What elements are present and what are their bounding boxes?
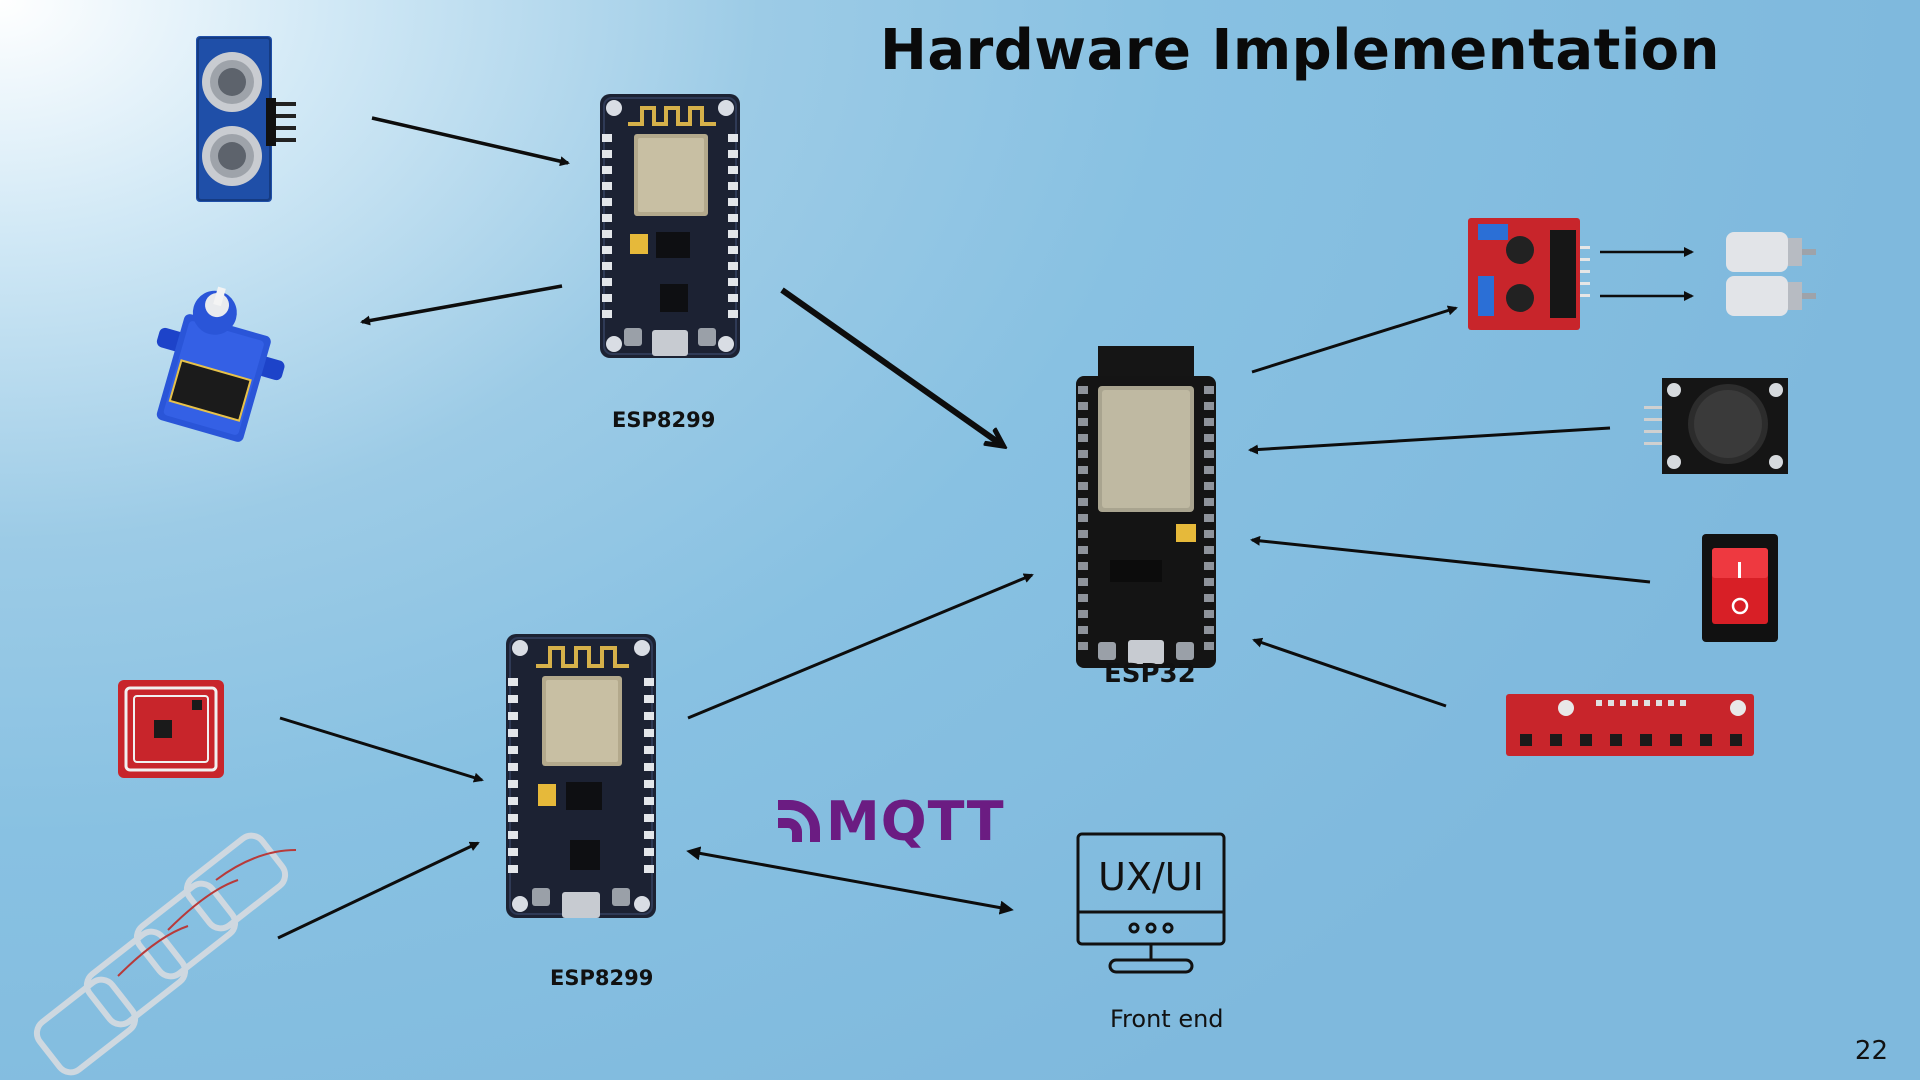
arrow-esp8266-top-to-esp32 (780, 287, 1002, 445)
load-cells-image (33, 832, 289, 1076)
rfid-reader-image (118, 680, 224, 778)
esp32-board-image (1076, 346, 1216, 668)
esp32-label: ESP32 (1104, 659, 1196, 689)
page-number: 22 (1854, 1036, 1888, 1066)
arrow-esp8266-bottom-to-esp32 (687, 573, 1034, 720)
arrow-esp32-to-motor-driver (1251, 305, 1458, 374)
esp8266-board-bottom-image (506, 634, 656, 918)
rocker-switch-image (1702, 534, 1778, 642)
mqtt-logo-text: MQTT (826, 790, 1005, 853)
esp8266-bottom-label: ESP8299 (550, 966, 654, 990)
dc-motor-2-image (1726, 276, 1816, 316)
mqtt-logo: MQTT (776, 790, 1005, 853)
esp8266-board-top-image (600, 94, 740, 358)
line-sensor-array-image (1506, 694, 1754, 756)
arrow-rfid-to-esp8266-bottom (279, 716, 484, 783)
joystick-module-image (1644, 378, 1788, 474)
mqtt-logo-icon (778, 800, 820, 842)
dc-motor-1-image (1726, 232, 1816, 272)
esp8266-top-label: ESP8299 (612, 408, 716, 432)
arrow-loadcell-to-esp8266-bottom (277, 841, 480, 940)
motor-driver-image (1468, 218, 1590, 330)
arrow-joystick-to-esp32 (1248, 426, 1611, 455)
arrow-switch-to-esp32 (1250, 535, 1651, 584)
arrow-line-sensor-to-esp32 (1252, 637, 1447, 708)
front-end-label: Front end (1110, 1005, 1224, 1033)
slide-title: Hardware Implementation (880, 18, 1720, 83)
arrow-esp8266-top-to-servo (360, 284, 563, 326)
ultrasonic-sensor-image (196, 36, 296, 202)
load-cell-wires (117, 849, 297, 977)
monitor-ux-ui-text: UX/UI (1098, 855, 1204, 899)
arrow-mqtt-bidirectional (686, 846, 1014, 915)
servo-motor-image (156, 286, 285, 442)
arrow-ultrasonic-to-esp8266-top (371, 116, 570, 167)
monitor-icon (1076, 832, 1226, 974)
